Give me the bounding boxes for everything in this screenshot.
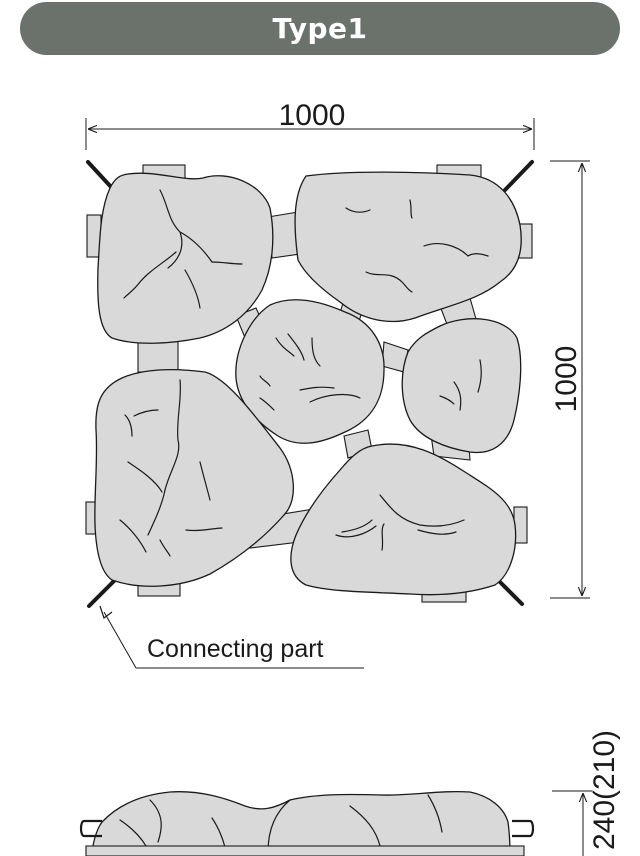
stone-top-right [294,171,522,323]
stones [94,171,522,596]
width-dimension: 1000 [85,99,535,150]
width-value: 1000 [279,99,346,132]
stone-bottom-right [290,443,517,596]
title-bar: Type1 [20,2,620,55]
connecting-part-callout: Connecting part [99,605,364,669]
title-text: Type1 [272,12,368,45]
stone-center [235,299,385,444]
side-view [79,790,535,856]
stone-bottom-left [94,368,295,587]
thickness-dimension: 240(210) [552,730,621,856]
stone-cracks [119,189,489,557]
connector-bar-2 [137,339,179,373]
thickness-value: 240(210) [588,730,621,850]
connecting-links [86,160,534,608]
height-value: 1000 [550,346,583,413]
height-dimension: 1000 [550,160,590,599]
stone-top-left [97,172,274,344]
stone-right-middle [401,318,522,454]
connecting-part-label: Connecting part [147,635,324,663]
